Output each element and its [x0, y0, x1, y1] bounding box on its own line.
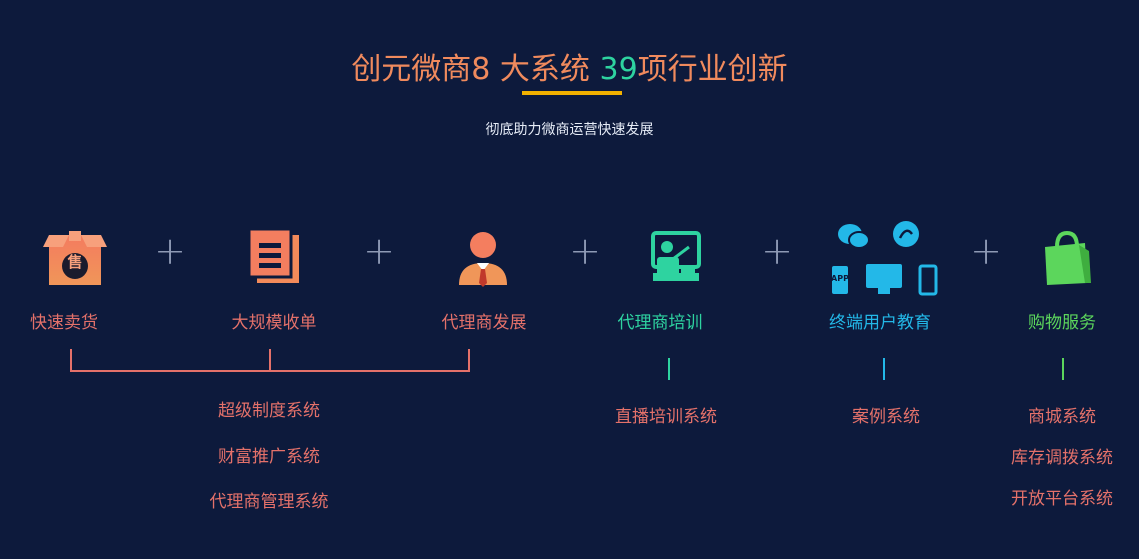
system-item: 财富推广系统	[218, 447, 320, 467]
training-screen-icon	[640, 222, 710, 292]
app-icon-label: APP	[831, 274, 849, 283]
connector-line	[883, 358, 885, 380]
title-highlight-number: 39	[599, 52, 638, 87]
module-label-agent-training: 代理商培训	[617, 313, 703, 333]
plus-icon: +	[154, 229, 186, 273]
system-item: 库存调拨系统	[1011, 448, 1113, 468]
module-label-shopping-service: 购物服务	[1028, 313, 1096, 333]
connector-line	[70, 349, 72, 371]
connector-line	[468, 349, 470, 371]
plus-icon: +	[761, 229, 793, 273]
shopping-bag-icon	[1030, 222, 1100, 292]
module-label-user-education: 终端用户教育	[829, 313, 931, 333]
connector-line	[269, 349, 271, 371]
title-part1: 创元微商8 大系统	[351, 52, 600, 87]
module-label-bulk-orders: 大规模收单	[231, 313, 317, 333]
system-item: 超级制度系统	[218, 401, 320, 421]
title-part2: 项行业创新	[637, 52, 788, 87]
connector-line	[70, 370, 470, 372]
store-box-glyph: 售	[67, 253, 83, 271]
documents-icon	[238, 222, 308, 292]
system-item: 直播培训系统	[615, 407, 717, 427]
module-label-fast-selling: 快速卖货	[30, 313, 98, 333]
store-box-icon: 售	[40, 222, 110, 292]
plus-icon: +	[970, 229, 1002, 273]
plus-icon: +	[363, 229, 395, 273]
system-item: 案例系统	[852, 407, 920, 427]
connector-line	[1062, 358, 1064, 380]
page-subtitle: 彻底助力微商运营快速发展	[485, 122, 654, 138]
connector-line	[668, 358, 670, 380]
system-item: 开放平台系统	[1011, 489, 1113, 509]
multi-device-icon: APP	[828, 218, 938, 302]
system-item: 商城系统	[1028, 407, 1096, 427]
system-item: 代理商管理系统	[209, 492, 329, 512]
agent-person-icon	[448, 222, 518, 292]
module-label-agent-growth: 代理商发展	[441, 313, 527, 333]
page-title: 创元微商8 大系统 39项行业创新	[0, 44, 1139, 88]
plus-icon: +	[569, 229, 601, 273]
title-underline	[522, 91, 622, 95]
